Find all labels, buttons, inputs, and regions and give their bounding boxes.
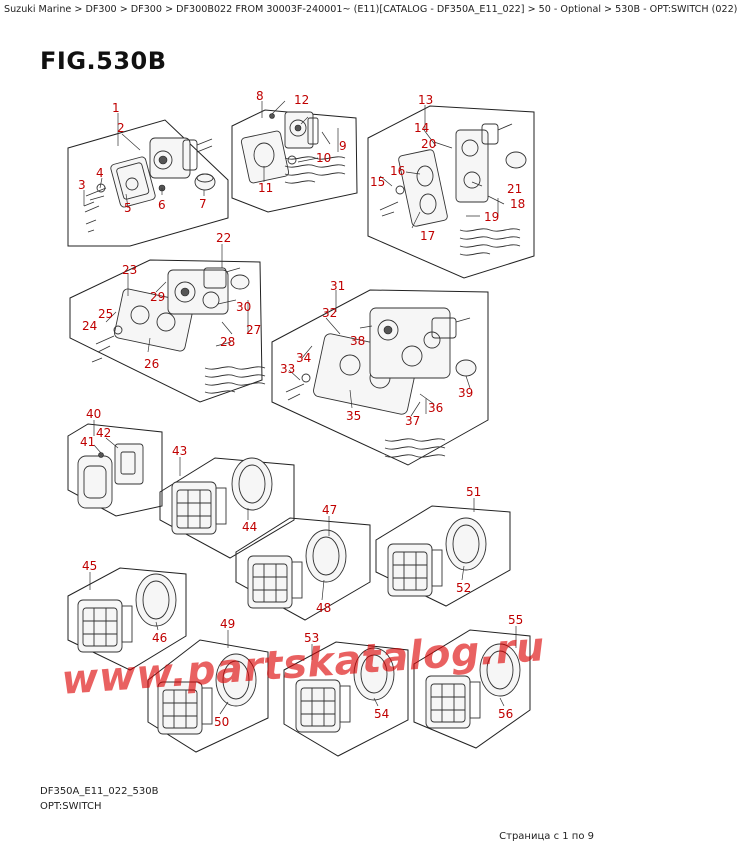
- callout-52: 52: [456, 581, 471, 595]
- callout-labels: 1 2 3 4 5 6 7 8 9 10 11 12 13 14 15 16 1…: [78, 89, 525, 729]
- callout-49: 49: [220, 617, 235, 631]
- button-switch-group-49: [147, 639, 269, 753]
- callout-33: 33: [280, 362, 295, 376]
- callout-28: 28: [220, 335, 235, 349]
- callout-55: 55: [508, 613, 523, 627]
- parts-diagram: 1 2 3 4 5 6 7 8 9 10 11 12 13 14 15 16 1…: [67, 89, 535, 757]
- callout-21: 21: [507, 182, 522, 196]
- callout-38: 38: [350, 334, 365, 348]
- callout-16: 16: [390, 164, 405, 178]
- callout-51: 51: [466, 485, 481, 499]
- callout-36: 36: [428, 401, 443, 415]
- button-switch-group-51: [375, 505, 511, 607]
- assembly-group-40: [67, 423, 163, 517]
- callout-35: 35: [346, 409, 361, 423]
- button-switch-group-45: [67, 567, 187, 671]
- callout-27: 27: [246, 323, 261, 337]
- callout-1: 1: [112, 101, 120, 115]
- callout-48: 48: [316, 601, 331, 615]
- callout-47: 47: [322, 503, 337, 517]
- page-counter: Страница с 1 по 9: [499, 831, 594, 842]
- assembly-group-8: [231, 109, 358, 213]
- button-switch-group-43: [159, 457, 295, 559]
- assembly-group-13: [367, 105, 535, 279]
- callout-23: 23: [122, 263, 137, 277]
- callout-30: 30: [236, 300, 251, 314]
- callout-3: 3: [78, 178, 86, 192]
- callout-45: 45: [82, 559, 97, 573]
- callout-18: 18: [510, 197, 525, 211]
- callout-7: 7: [199, 197, 207, 211]
- callout-37: 37: [405, 414, 420, 428]
- callout-11: 11: [258, 181, 273, 195]
- callout-14: 14: [414, 121, 429, 135]
- callout-46: 46: [152, 631, 167, 645]
- diagram-code: DF350A_E11_022_530B: [40, 786, 159, 797]
- button-switch-group-55: [413, 629, 531, 749]
- assembly-group-1: [67, 119, 229, 247]
- callout-5: 5: [124, 201, 132, 215]
- assembly-group-31: [271, 289, 489, 466]
- callout-40: 40: [86, 407, 101, 421]
- callout-8: 8: [256, 89, 264, 103]
- callout-41: 41: [80, 435, 95, 449]
- callout-26: 26: [144, 357, 159, 371]
- figure-title: FIG.530B: [40, 47, 167, 75]
- callout-34: 34: [296, 351, 311, 365]
- callout-19: 19: [484, 210, 499, 224]
- callout-17: 17: [420, 229, 435, 243]
- button-switch-group-53: [283, 641, 409, 757]
- callout-50: 50: [214, 715, 229, 729]
- callout-54: 54: [374, 707, 389, 721]
- callout-43: 43: [172, 444, 187, 458]
- button-switch-group-47: [235, 517, 371, 621]
- assembly-group-22: [69, 259, 266, 403]
- callout-13: 13: [418, 93, 433, 107]
- callout-53: 53: [304, 631, 319, 645]
- callout-20: 20: [421, 137, 436, 151]
- callout-9: 9: [339, 139, 347, 153]
- callout-22: 22: [216, 231, 231, 245]
- leader-lines: [83, 100, 517, 715]
- callout-15: 15: [370, 175, 385, 189]
- callout-32: 32: [322, 306, 337, 320]
- callout-44: 44: [242, 520, 257, 534]
- callout-4: 4: [96, 166, 104, 180]
- callout-29: 29: [150, 290, 165, 304]
- callout-24: 24: [82, 319, 97, 333]
- callout-2: 2: [117, 121, 125, 135]
- callout-10: 10: [316, 151, 331, 165]
- callout-42: 42: [96, 426, 111, 440]
- breadcrumb: Suzuki Marine > DF300 > DF300 > DF300B02…: [4, 4, 737, 15]
- callout-25: 25: [98, 307, 113, 321]
- callout-31: 31: [330, 279, 345, 293]
- diagram-subtitle: OPT:SWITCH: [40, 801, 102, 812]
- callout-12: 12: [294, 93, 309, 107]
- callout-56: 56: [498, 707, 513, 721]
- callout-6: 6: [158, 198, 166, 212]
- callout-39: 39: [458, 386, 473, 400]
